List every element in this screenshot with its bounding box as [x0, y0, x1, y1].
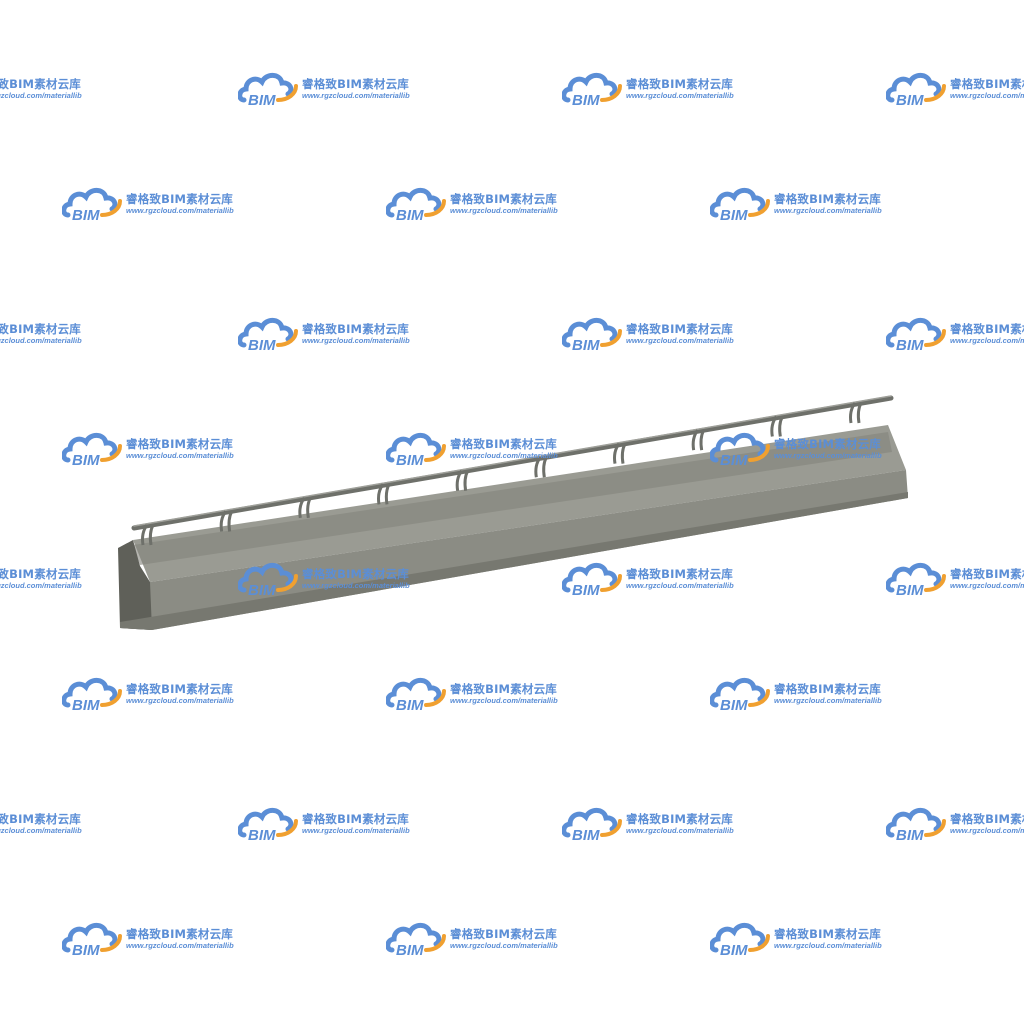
handrail-post — [298, 496, 312, 519]
handrail-post — [770, 415, 784, 437]
handrail-post — [377, 483, 391, 505]
handrail-posts — [141, 402, 863, 546]
handrail-post — [219, 510, 234, 532]
handrail-bar-highlight — [133, 395, 892, 527]
handrail-post — [691, 429, 706, 451]
parapet-fillet-shade — [133, 432, 892, 565]
handrail-post — [849, 402, 863, 424]
handrail-post — [613, 442, 627, 464]
parapet-bottom-edge — [120, 492, 908, 630]
handrail-post — [534, 456, 548, 478]
parapet-end-face — [118, 540, 152, 630]
handrail-post — [141, 524, 155, 546]
handrail-post — [455, 469, 470, 492]
handrail-bar — [131, 395, 894, 531]
handrail — [131, 395, 894, 531]
